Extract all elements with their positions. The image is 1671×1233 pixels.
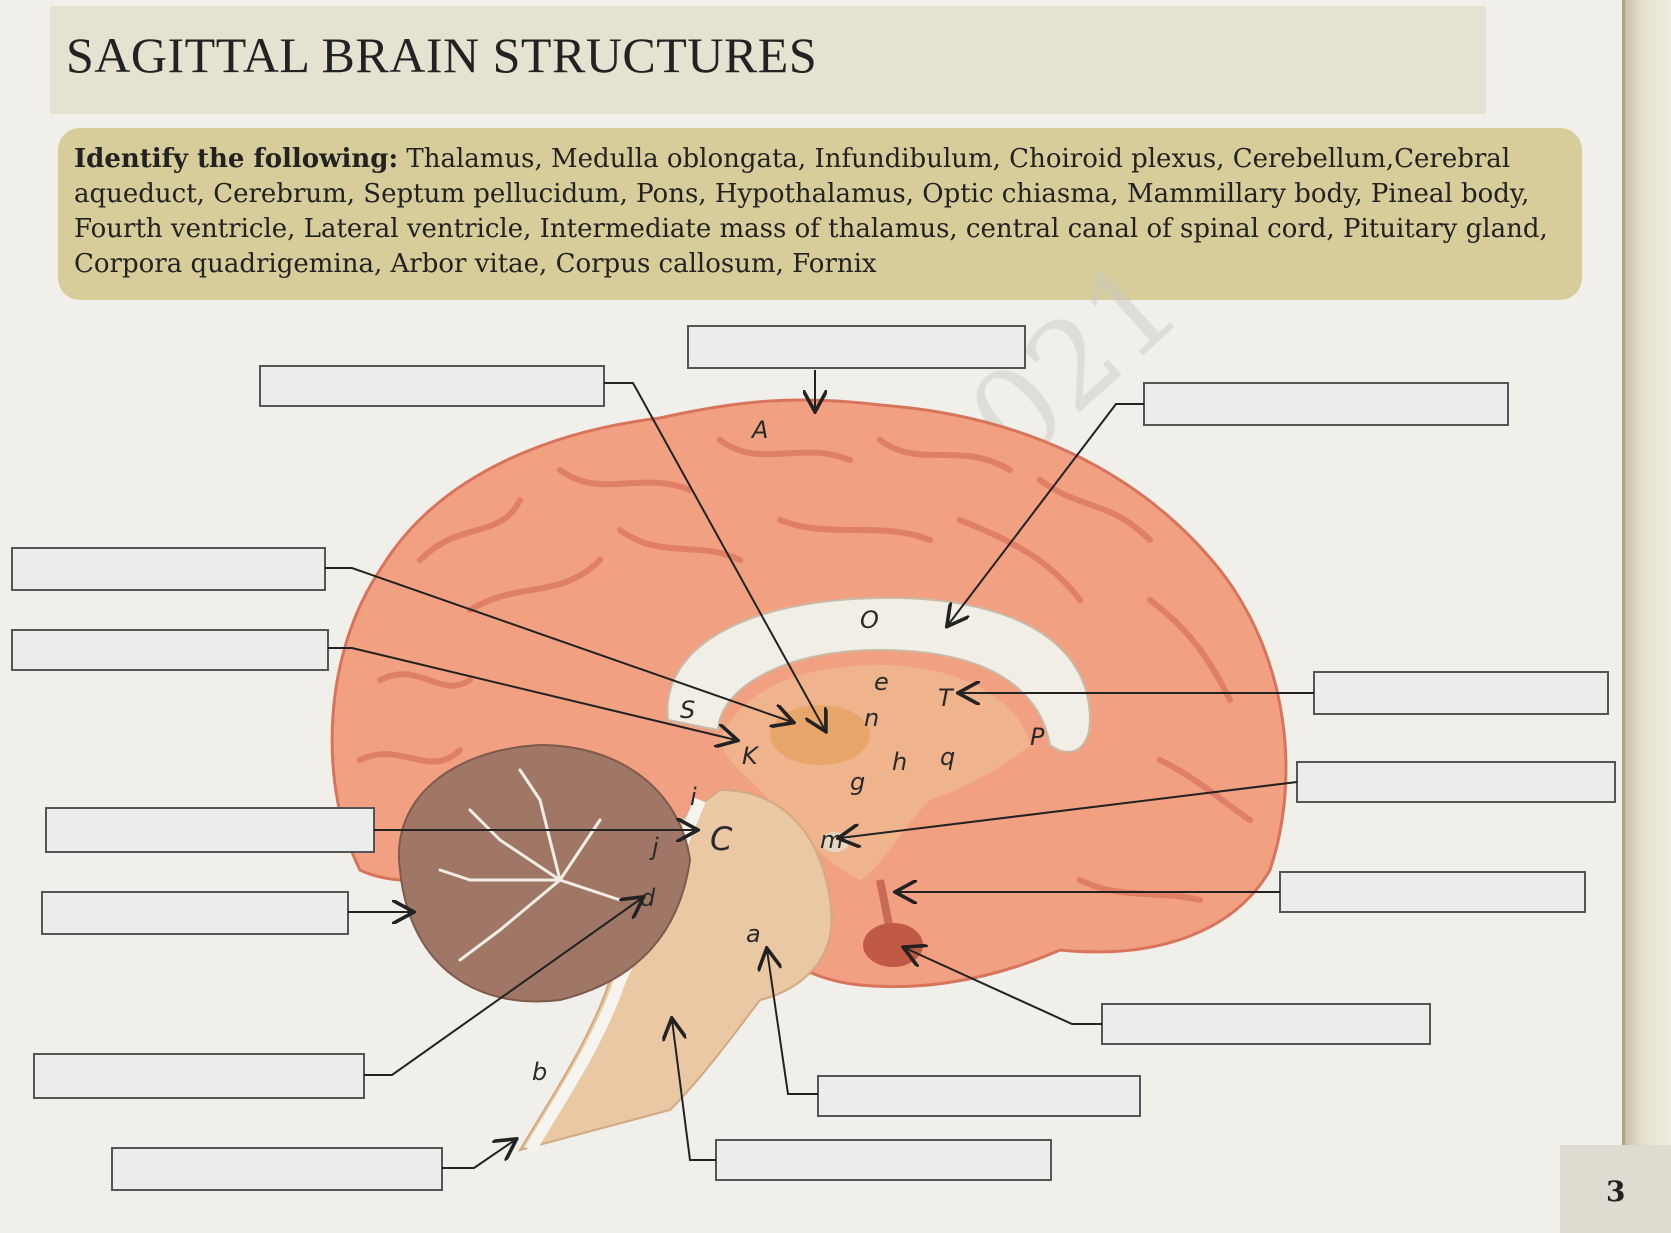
label-box-left-2[interactable] <box>11 629 329 671</box>
letter-a-cerebrum: A <box>750 416 768 444</box>
letter-j: j <box>649 833 659 861</box>
label-box-bottom-center[interactable] <box>817 1075 1141 1117</box>
letter-c: C <box>710 820 733 858</box>
letter-o: O <box>860 606 879 634</box>
leader-right-4 <box>905 948 1102 1025</box>
leader-right-2 <box>840 781 1298 838</box>
page-title: SAGITTAL BRAIN STRUCTURES <box>66 27 818 83</box>
letter-t: T <box>938 684 955 712</box>
label-box-left-1[interactable] <box>11 547 326 591</box>
leader-top-right <box>948 403 1144 625</box>
letter-e: e <box>874 668 889 696</box>
instructions-panel: Identify the following: Thalamus, Medull… <box>58 128 1582 300</box>
label-box-right-3[interactable] <box>1279 871 1586 913</box>
instructions-terms: Thalamus, Medulla oblongata, Infundibulu… <box>74 144 1548 279</box>
leader-bottom-center <box>767 950 818 1095</box>
letter-a-lower: a <box>746 920 761 948</box>
label-box-left-3[interactable] <box>45 807 375 853</box>
gyri-folds <box>357 437 1253 903</box>
letter-h: h <box>892 748 907 776</box>
leader-left-5 <box>364 898 642 1076</box>
letter-s: S <box>680 696 695 724</box>
leader-top-left <box>604 382 825 730</box>
infundibulum-shape <box>876 879 894 931</box>
label-box-bottom-left[interactable] <box>111 1147 443 1191</box>
label-box-left-5[interactable] <box>33 1053 365 1099</box>
label-box-top-center[interactable] <box>687 325 1026 369</box>
pituitary-shape <box>863 923 923 967</box>
page-number: 3 <box>1560 1145 1671 1233</box>
page-edge <box>1625 0 1671 1233</box>
letter-k: K <box>742 742 760 770</box>
label-box-bottom-middle[interactable] <box>715 1139 1052 1181</box>
instructions-lead: Identify the following: <box>74 144 399 174</box>
letter-p: P <box>1030 723 1045 751</box>
label-box-left-4[interactable] <box>41 891 349 935</box>
label-box-top-left[interactable] <box>259 365 605 407</box>
leader-left-2 <box>328 647 736 740</box>
letter-q: q <box>940 743 955 771</box>
letter-g: g <box>850 768 865 796</box>
leader-lines <box>325 370 1314 1169</box>
letter-n: n <box>864 704 879 732</box>
leader-left-1 <box>325 567 792 722</box>
letter-b: b <box>532 1058 547 1086</box>
letter-d: d <box>640 884 656 912</box>
label-box-right-4[interactable] <box>1101 1003 1431 1045</box>
letter-i: i <box>690 783 697 811</box>
label-box-right-2[interactable] <box>1296 761 1616 803</box>
letter-m: m <box>820 826 843 854</box>
leader-bottom-middle <box>672 1020 716 1161</box>
page-binding-line <box>1622 0 1625 1233</box>
thalamus-shape <box>770 705 870 765</box>
cerebellum-shape <box>397 743 692 1003</box>
label-box-right-1[interactable] <box>1313 671 1609 715</box>
label-box-top-right[interactable] <box>1143 382 1509 426</box>
title-band <box>50 6 1486 114</box>
leader-bottom-left <box>442 1140 515 1169</box>
